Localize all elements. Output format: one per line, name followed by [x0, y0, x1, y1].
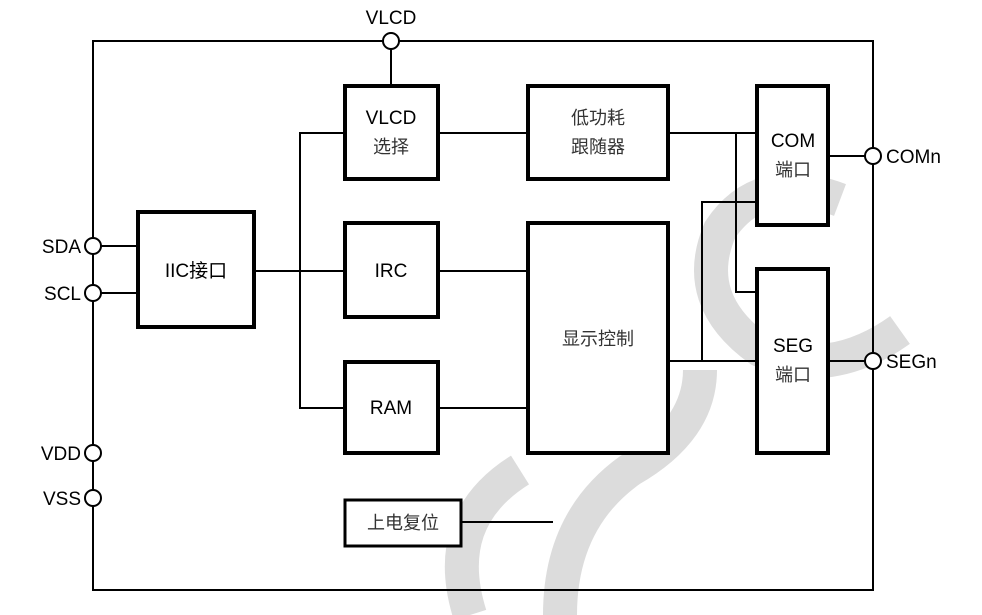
scl-pin-label: SCL: [44, 284, 81, 305]
iic-label: IIC接口: [165, 260, 227, 282]
seg-port-label-1: SEG: [773, 336, 813, 357]
scl-pin: [84, 284, 102, 302]
iic-interface-block: [136, 210, 256, 329]
vss-pin: [84, 489, 102, 507]
irc-label: IRC: [375, 261, 408, 282]
com-port-label-2: 端口: [775, 160, 811, 181]
irc-block: [343, 221, 440, 319]
vlcd-pin: [382, 32, 400, 50]
vlcd-select-label-1: VLCD: [366, 108, 417, 129]
comn-pin-label: COMn: [886, 147, 941, 168]
vss-pin-label: VSS: [43, 489, 81, 510]
low-power-follower-block: [526, 84, 670, 181]
wires: [101, 49, 865, 523]
chip-border: [92, 40, 874, 591]
seg-port-block: [755, 267, 830, 455]
power-on-reset-block: [343, 498, 463, 548]
segn-pin: [864, 352, 882, 370]
ram-label: RAM: [370, 398, 412, 419]
vlcd-select-block: [343, 84, 440, 181]
vdd-pin: [84, 444, 102, 462]
power-on-reset-label: 上电复位: [367, 513, 439, 534]
vlcd-pin-label: VLCD: [366, 8, 417, 29]
sda-pin-label: SDA: [42, 237, 81, 258]
vlcd-select-label-2: 选择: [373, 137, 409, 158]
comn-pin: [864, 147, 882, 165]
com-port-block: [755, 84, 830, 227]
com-port-label-1: COM: [771, 131, 815, 152]
sda-pin: [84, 237, 102, 255]
follower-label-1: 低功耗: [571, 108, 625, 129]
segn-pin-label: SEGn: [886, 352, 937, 373]
ram-block: [343, 360, 440, 455]
seg-port-label-2: 端口: [775, 365, 811, 386]
follower-label-2: 跟随器: [571, 137, 625, 158]
vdd-pin-label: VDD: [41, 444, 81, 465]
display-control-label: 显示控制: [562, 329, 634, 350]
display-control-block: [526, 221, 670, 455]
